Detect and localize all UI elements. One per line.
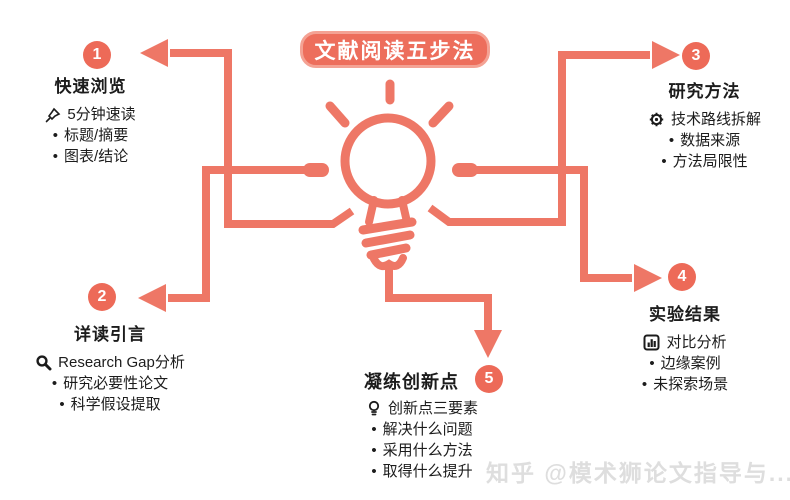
bullet-marker: •	[51, 375, 58, 392]
bullet-marker: •	[52, 148, 59, 165]
pushpin-icon	[45, 107, 61, 123]
step5-bullet-text-2: 采用什么方法	[382, 442, 473, 459]
step5-bullet-line-1: • 解决什么问题	[332, 419, 512, 440]
step5-block: 创新点三要素 • 解决什么问题 • 采用什么方法 • 取得什么提升	[332, 398, 512, 482]
step2-lead-text: Research Gap分析	[58, 354, 185, 371]
connector-line-step5	[385, 262, 492, 332]
step2-number-badge: 2	[88, 283, 116, 311]
bullet-marker: •	[661, 153, 667, 170]
lightbulb-sketch-icon	[303, 79, 478, 271]
step5-lead-text: 创新点三要素	[387, 400, 478, 417]
arrowhead-step5	[474, 330, 502, 358]
step3-lead-text: 技术路线拆解	[670, 111, 761, 128]
step2-lead-line: Research Gap分析	[10, 352, 210, 373]
connector-line-step1	[170, 49, 355, 228]
step3-block: 研究方法 技术路线拆解 • 数据来源 • 方法局限性	[617, 77, 790, 172]
gear-icon	[648, 111, 665, 128]
bullet-marker: •	[371, 442, 377, 459]
step5-number-badge: 5	[475, 365, 503, 393]
bullet-marker: •	[641, 376, 648, 393]
step5-bullet-text-1: 解决什么问题	[382, 421, 473, 438]
bullet-marker: •	[52, 127, 59, 144]
step1-number-badge: 1	[83, 41, 111, 69]
step5-lead-line: 创新点三要素	[332, 398, 512, 419]
step1-bullet-line-2: • 图表/结论	[8, 146, 173, 167]
title-badge: 文献阅读五步法	[300, 31, 490, 68]
step1-block: 快速浏览 5分钟速读 • 标题/摘要 • 图表/结论	[8, 72, 173, 167]
step5-title: 凝练创新点	[364, 372, 459, 392]
step3-bullet-line-2: • 方法局限性	[617, 151, 790, 172]
step4-bullet-text-2: 未探索场景	[653, 376, 729, 393]
step1-title: 快速浏览	[54, 77, 127, 96]
step3-title: 研究方法	[668, 82, 741, 101]
bullet-marker: •	[371, 463, 377, 480]
step2-title: 详读引言	[74, 325, 146, 344]
step2-bullet-text-2: 科学假设提取	[70, 396, 161, 413]
bullet-marker: •	[371, 421, 377, 438]
arrowhead-step1	[140, 39, 168, 67]
step3-bullet-text-1: 数据来源	[680, 132, 741, 149]
step1-bullet-text-1: 标题/摘要	[64, 127, 129, 144]
watermark: 知乎 @模术狮论文指导与...	[486, 460, 790, 486]
connector-line-step3	[427, 51, 650, 226]
step4-lead-text: 对比分析	[666, 334, 727, 351]
magnifier-icon	[35, 354, 52, 371]
step3-lead-line: 技术路线拆解	[617, 109, 790, 130]
step5-bullet-line-2: • 采用什么方法	[332, 440, 512, 461]
step4-lead-line: 对比分析	[600, 332, 770, 353]
step1-lead-line: 5分钟速读	[8, 104, 173, 125]
step2-bullet-line-1: • 研究必要性论文	[10, 373, 210, 394]
lightbulb-icon	[366, 400, 382, 417]
step3-number-badge: 3	[682, 42, 710, 70]
step4-bullet-line-1: • 边缘案例	[600, 353, 770, 374]
step4-title: 实验结果	[649, 305, 721, 324]
connector-line-step4	[461, 166, 632, 282]
step4-bullet-line-2: • 未探索场景	[600, 374, 770, 395]
bullet-marker: •	[649, 355, 655, 372]
step4-block: 实验结果 对比分析 • 边缘案例 • 未探索场景	[600, 300, 770, 395]
bar-chart-icon	[643, 334, 660, 351]
step2-block: 详读引言 Research Gap分析 • 研究必要性论文 • 科学假设提取	[10, 320, 210, 415]
step2-bullet-text-1: 研究必要性论文	[63, 375, 169, 392]
arrowhead-step4	[634, 264, 662, 292]
step2-bullet-line-2: • 科学假设提取	[10, 394, 210, 415]
step1-bullet-line-1: • 标题/摘要	[8, 125, 173, 146]
bullet-marker: •	[668, 132, 675, 149]
arrowhead-step3	[652, 41, 680, 69]
connector-line-step2	[168, 166, 320, 302]
step4-number-badge: 4	[668, 263, 696, 291]
bullet-marker: •	[59, 396, 65, 413]
step5-bullet-text-3: 取得什么提升	[382, 463, 473, 480]
step3-bullet-text-2: 方法局限性	[672, 153, 748, 170]
step3-bullet-line-1: • 数据来源	[617, 130, 790, 151]
step4-bullet-text-1: 边缘案例	[660, 355, 721, 372]
page-title: 文献阅读五步法	[314, 39, 476, 63]
step1-lead-text: 5分钟速读	[67, 106, 136, 123]
arrowhead-step2	[138, 284, 166, 312]
step1-bullet-text-2: 图表/结论	[64, 148, 129, 165]
step5-bullet-line-3: • 取得什么提升	[332, 461, 512, 482]
